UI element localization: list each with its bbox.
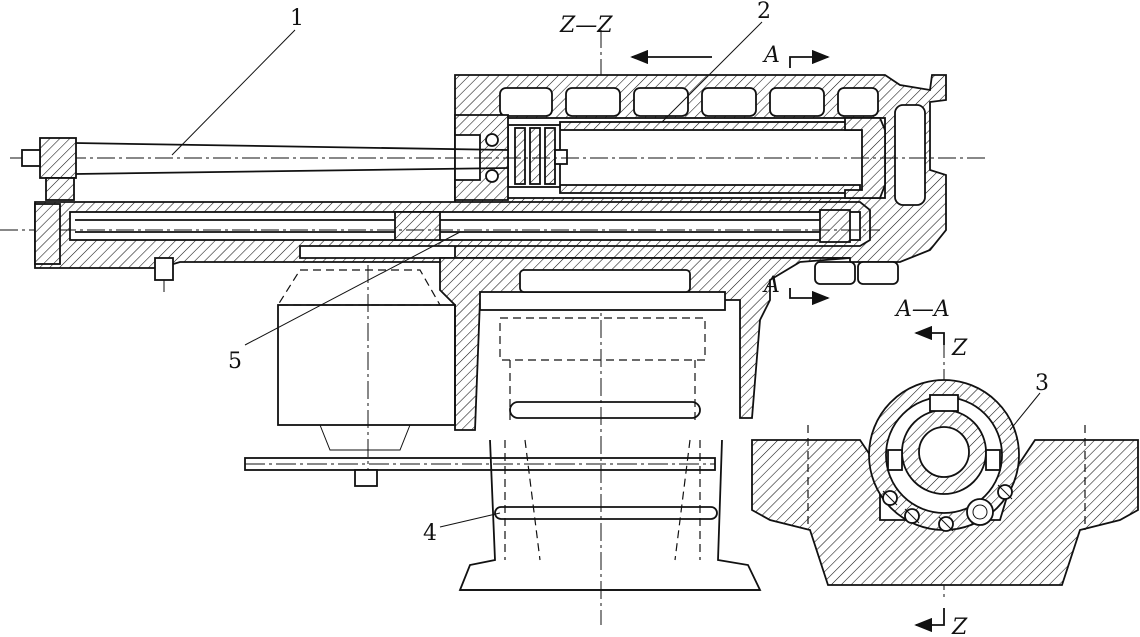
z-arrow-top [914, 325, 945, 345]
aa-key-top [929, 394, 959, 412]
section-a-label-mid: A [762, 273, 780, 298]
body-boss [519, 269, 691, 293]
leader-1 [171, 29, 296, 156]
part-label-4: 4 [423, 521, 437, 546]
aa-key-left [887, 449, 903, 471]
part-label-3: 3 [1035, 371, 1049, 396]
z-arrow-bottom [914, 608, 945, 633]
section-aa-label: A—A [894, 297, 950, 322]
aa-base-casting [751, 439, 1139, 586]
part-label-1: 1 [290, 6, 304, 31]
cylinder-wall-bottom [559, 184, 861, 194]
z-label-top: Z [951, 336, 968, 361]
tube-end-bush [819, 209, 851, 243]
cylinder-wall-top [559, 121, 861, 131]
body-flange [479, 291, 726, 311]
leader-2 [661, 21, 763, 123]
column-hidden-lines [499, 317, 706, 560]
seal-ring-top [485, 133, 499, 147]
arm-screw [154, 257, 174, 281]
piston-rod-top [74, 142, 509, 151]
base-pedestal [458, 439, 762, 591]
section-a-arrow-top [789, 49, 830, 68]
part-label-5: 5 [228, 349, 242, 374]
leader-4 [439, 512, 501, 528]
rod-end-bracket [45, 177, 75, 201]
arm-end-plate [34, 203, 61, 265]
leader-3 [1009, 392, 1041, 431]
part-label-2: 2 [757, 0, 771, 24]
rod-end-nut [21, 149, 41, 167]
piston [507, 124, 568, 188]
leader-lines [171, 21, 1041, 528]
section-a-label-top: A [762, 43, 780, 68]
aa-shaft [918, 426, 970, 478]
rod-end-block [39, 137, 77, 179]
guide-bore [69, 211, 861, 241]
seal-ring-bottom [485, 169, 499, 183]
labels: 1 2 3 4 5 Z—Z A A A—A Z Z [228, 0, 1049, 637]
aa-bolt-holes [882, 484, 1013, 532]
sliding-bush [394, 211, 441, 241]
z-label-bottom: Z [951, 615, 968, 637]
belt-pulley-line [244, 457, 716, 487]
main-section-view [0, 30, 985, 625]
motor [276, 265, 456, 470]
piston-rod-bottom [74, 167, 509, 175]
section-aa-view [751, 325, 1139, 633]
leader-5 [244, 231, 461, 346]
aa-key-right [985, 449, 1001, 471]
section-a-arrow-mid [789, 288, 830, 306]
section-zz-label: Z—Z [559, 13, 613, 38]
